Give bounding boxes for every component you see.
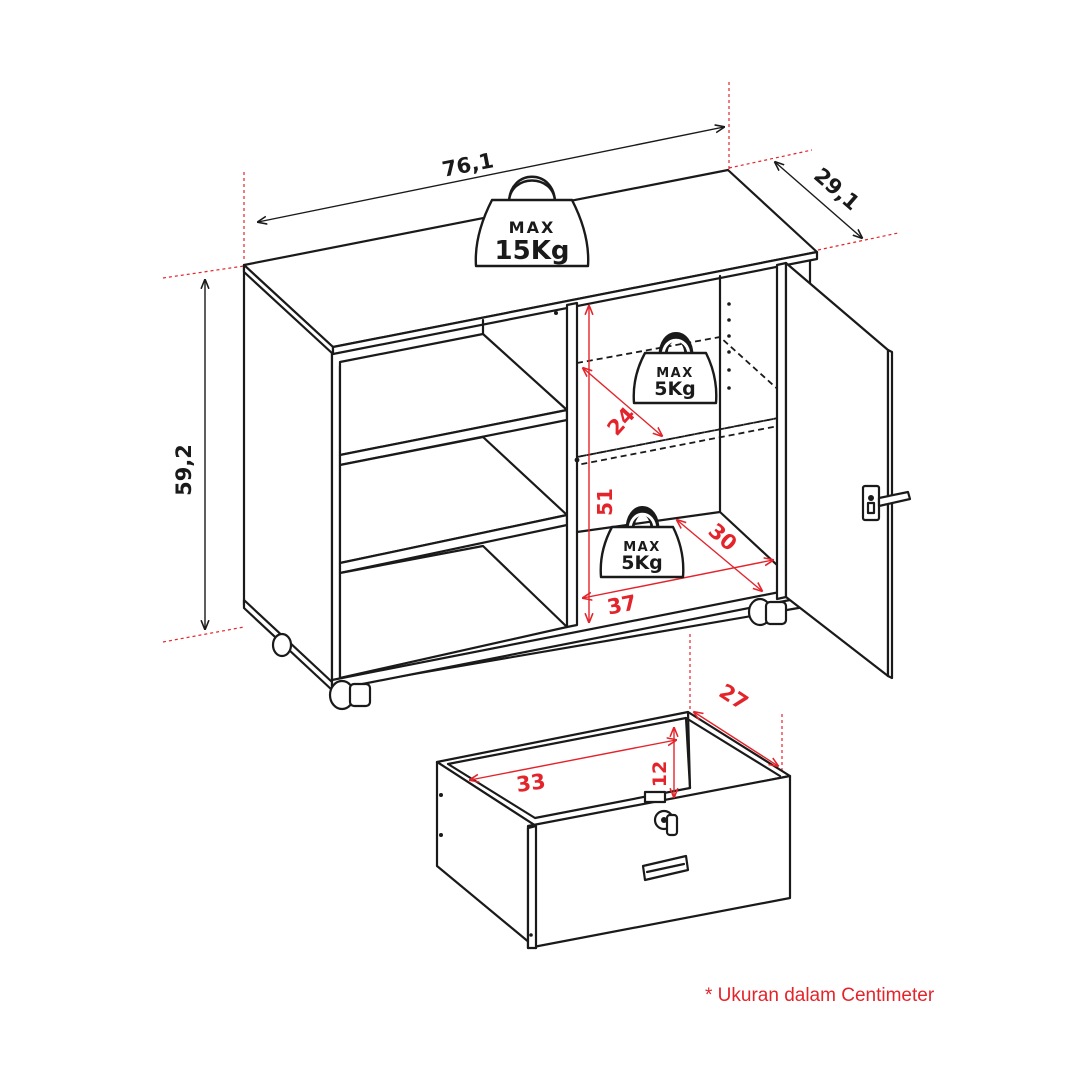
weight-top-icon: MAX 15Kg [474, 175, 590, 268]
dim-inner-width-label: 37 [605, 590, 638, 619]
dim-drawer-height-label: 12 [649, 761, 671, 787]
weight-top-max: MAX [509, 218, 556, 237]
interior-dimension-lines [583, 306, 773, 622]
door-lock-icon [861, 484, 912, 522]
weight-shelf-icon: MAX 5Kg [632, 332, 718, 405]
dim-width-label: 76,1 [440, 148, 495, 181]
weight-bottom-icon: MAX 5Kg [599, 506, 685, 579]
shelf-pin-holes [554, 302, 731, 463]
drawer [435, 710, 792, 950]
dim-depth-label: 29,1 [809, 163, 864, 215]
drawer-dimension-lines [470, 712, 778, 797]
weight-shelf-max: MAX [656, 366, 694, 381]
weight-bottom-max: MAX [623, 540, 661, 555]
caster-wheels [271, 597, 788, 711]
key-icon [653, 809, 679, 837]
overall-dimension-lines [205, 127, 862, 629]
weight-top-value: 15Kg [495, 236, 570, 266]
weight-shelf-value: 5Kg [654, 378, 696, 400]
dim-inner-height-label: 51 [593, 488, 617, 516]
dim-drawer-depth-label: 27 [715, 679, 753, 715]
units-note: * Ukuran dalam Centimeter [705, 985, 935, 1006]
dim-height-label: 59,2 [172, 444, 196, 496]
weight-bottom-value: 5Kg [621, 552, 663, 574]
drawer-catch [643, 790, 667, 804]
extension-guides [162, 82, 899, 775]
dim-drawer-width-label: 33 [515, 769, 547, 797]
